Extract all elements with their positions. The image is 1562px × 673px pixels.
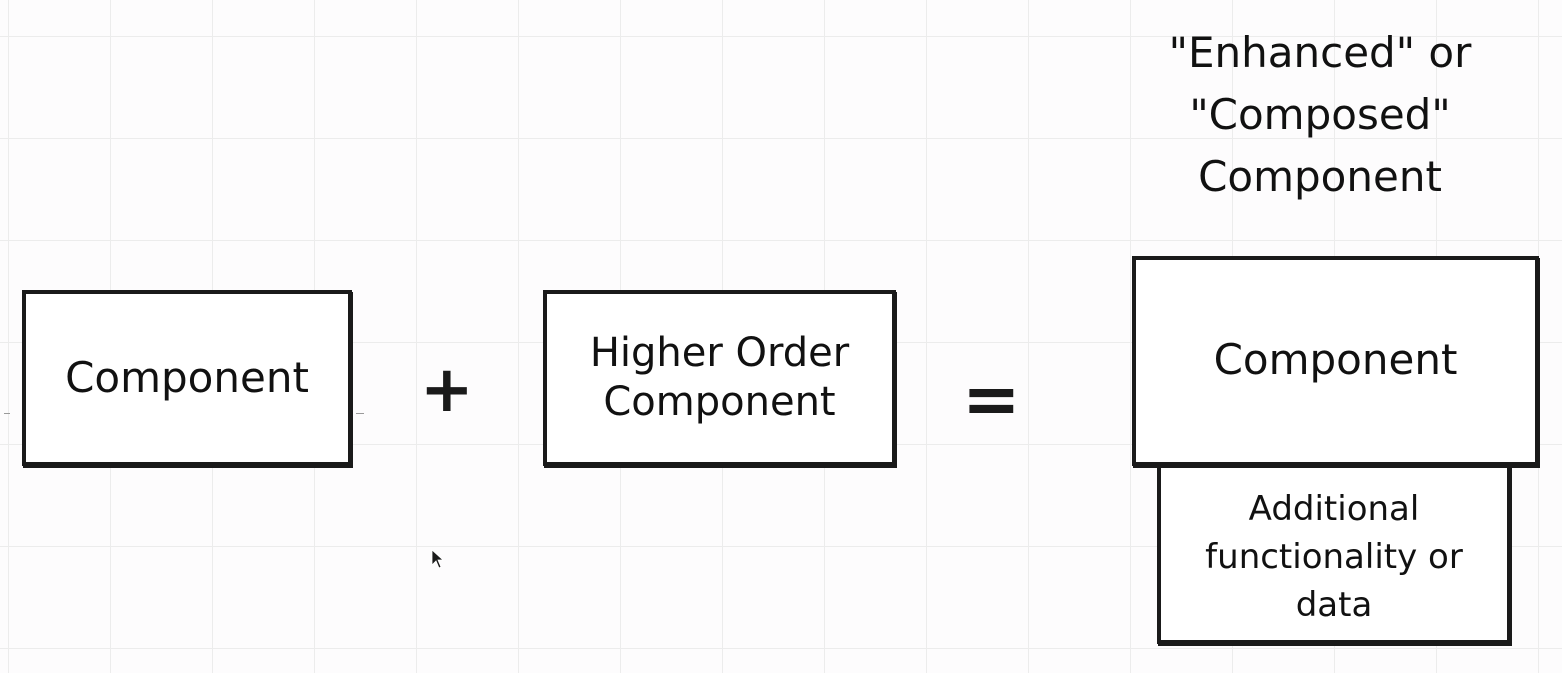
result-extra-label: Additional functionality or data xyxy=(1205,489,1463,625)
hoc-box: Higher Order Component xyxy=(543,290,896,466)
dash-mark-left xyxy=(4,413,10,414)
hoc-label: Higher Order Component xyxy=(589,330,850,425)
mouse-pointer-icon xyxy=(431,549,445,569)
dash-mark-right xyxy=(356,413,364,414)
result-component-label: Component xyxy=(1213,335,1458,385)
equals-operator: = xyxy=(962,358,1021,440)
result-heading: "Enhanced" or "Composed" Component xyxy=(1168,28,1472,201)
plus-operator: + xyxy=(420,353,474,427)
base-component-box: Component xyxy=(22,290,352,466)
base-component-label: Component xyxy=(65,353,309,403)
result-extra-box: Additional functionality or data xyxy=(1157,460,1511,644)
result-component-box: Component xyxy=(1132,256,1539,466)
